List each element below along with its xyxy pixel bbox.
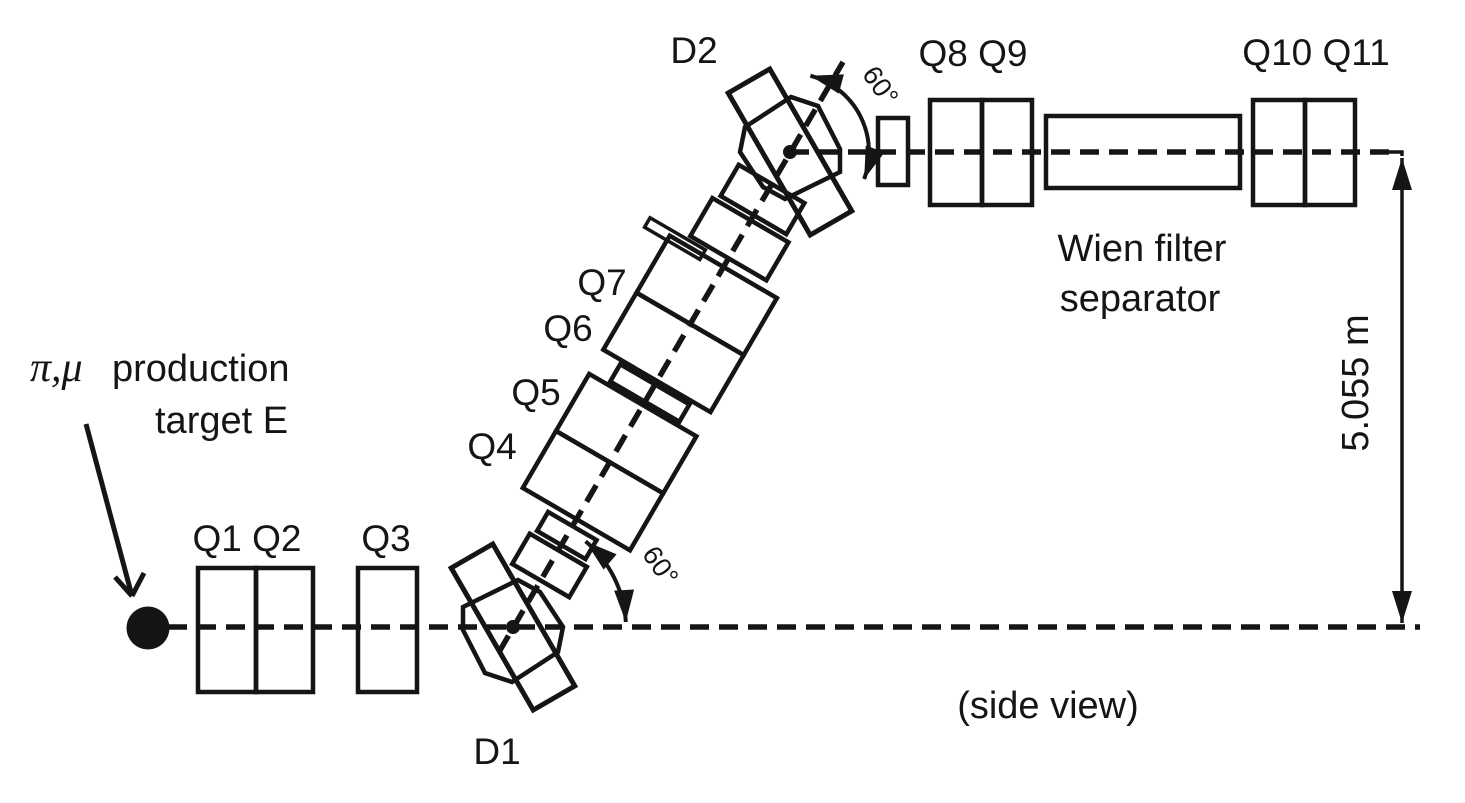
label-q8q9: Q8 Q9 — [919, 33, 1028, 74]
d1-center-dot — [506, 620, 520, 634]
production-target-dot — [126, 606, 170, 650]
target-caption-line2: target E — [155, 400, 288, 442]
beamline-diagonal-dashed — [496, 60, 846, 654]
label-wien-filter-line2: separator — [1060, 278, 1221, 320]
label-d1: D1 — [473, 731, 520, 772]
bend2-angle-arc — [809, 73, 885, 180]
slit-box-1 — [509, 530, 590, 601]
d2-center-dot — [783, 145, 797, 159]
label-q10q11: Q10 Q11 — [1242, 32, 1389, 73]
label-dimension: 5.055 m — [1335, 314, 1377, 451]
small-box-upper-1 — [687, 194, 792, 284]
label-q4: Q4 — [467, 426, 516, 467]
q1-magnet — [195, 565, 259, 695]
label-d2: D2 — [670, 30, 717, 71]
d1-dipole-pole — [460, 577, 566, 685]
q7-magnet — [633, 232, 780, 359]
label-q3: Q3 — [361, 518, 410, 559]
pi-mu-symbol: π,μ — [30, 345, 83, 391]
label-bend1-angle: 60° — [636, 541, 684, 592]
wien-filter-box — [1043, 113, 1243, 191]
q11-magnet — [1302, 97, 1358, 208]
label-q5: Q5 — [511, 372, 560, 413]
target-pointer-arrow — [83, 423, 147, 598]
small-box-upper-2 — [717, 161, 808, 238]
label-side-view: (side view) — [957, 685, 1139, 727]
probe-rod — [642, 215, 708, 262]
q3-magnet — [355, 565, 420, 695]
label-q7: Q7 — [577, 262, 626, 303]
q9-magnet — [979, 97, 1035, 208]
d1-dipole-yoke — [447, 540, 579, 714]
label-bend2-angle: 60° — [856, 61, 904, 112]
d1-dipole — [447, 540, 579, 714]
mid-slit-box — [607, 361, 693, 425]
label-q6: Q6 — [543, 308, 592, 349]
target-caption-text: production — [112, 348, 289, 390]
dimension-elbow — [1389, 150, 1404, 156]
label-q1q2: Q1 Q2 — [193, 518, 302, 559]
aperture-box — [875, 115, 911, 188]
q2-magnet — [253, 565, 316, 695]
target-caption-line1: π,μ production — [30, 345, 289, 391]
bend1-angle-arc — [584, 539, 635, 623]
label-wien-filter-line1: Wien filter — [1058, 228, 1227, 270]
q5-magnet — [552, 370, 700, 497]
